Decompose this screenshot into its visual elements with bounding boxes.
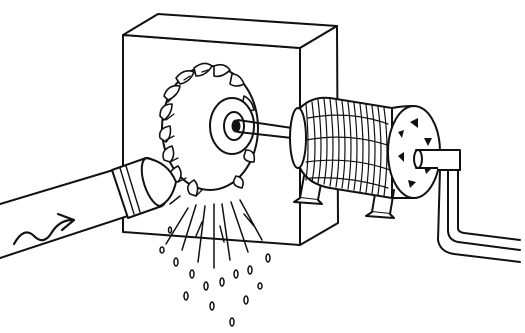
water-flow-arrow <box>12 212 76 246</box>
wheel-bucket-shading <box>165 69 209 197</box>
coil-windings <box>305 98 391 197</box>
wheel-buckets <box>158 62 256 197</box>
output-cable <box>437 169 521 263</box>
generator-end-plate <box>387 105 441 200</box>
pipe-collar-rings <box>119 165 141 215</box>
output-terminal <box>413 149 461 171</box>
generator-coil <box>289 96 393 199</box>
drive-shaft <box>237 119 293 139</box>
pelton-wheel <box>158 62 259 197</box>
water-spray <box>159 195 271 327</box>
water-pipe <box>0 157 177 259</box>
